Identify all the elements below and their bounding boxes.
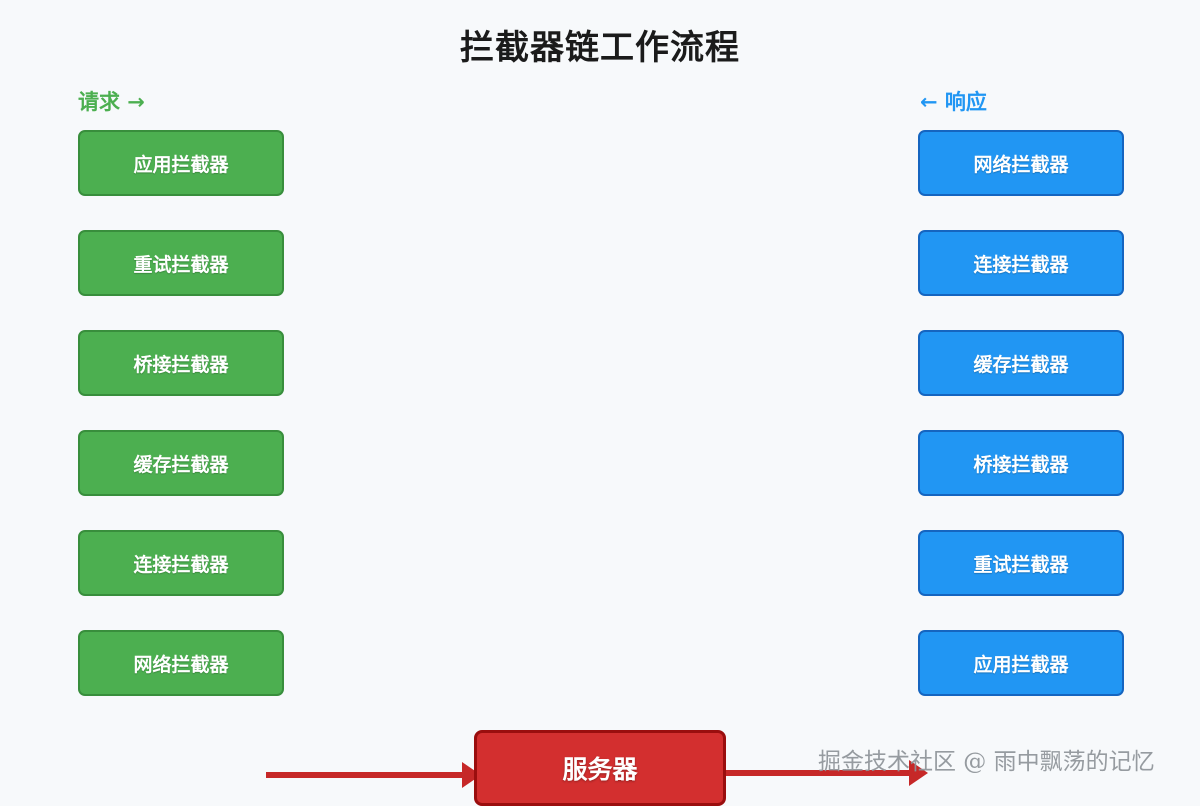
interceptor-node-request-4: 连接拦截器 — [78, 530, 284, 596]
interceptor-node-response-0: 网络拦截器 — [918, 130, 1124, 196]
interceptor-node-response-4: 重试拦截器 — [918, 530, 1124, 596]
interceptor-node-request-3: 缓存拦截器 — [78, 430, 284, 496]
interceptor-node-request-0: 应用拦截器 — [78, 130, 284, 196]
request-column-header: 请求 → — [78, 90, 145, 114]
response-chain-column: 网络拦截器连接拦截器缓存拦截器桥接拦截器重试拦截器应用拦截器 — [918, 130, 1124, 696]
response-column-header: ← 响应 — [920, 90, 987, 114]
interceptor-node-response-5: 应用拦截器 — [918, 630, 1124, 696]
interceptor-node-response-3: 桥接拦截器 — [918, 430, 1124, 496]
server-node: 服务器 — [474, 730, 726, 806]
interceptor-node-response-1: 连接拦截器 — [918, 230, 1124, 296]
server-to-response-arrow — [718, 758, 928, 788]
request-chain-column: 应用拦截器重试拦截器桥接拦截器缓存拦截器连接拦截器网络拦截器 — [78, 130, 284, 696]
request-to-server-arrow — [266, 760, 481, 790]
page-title: 拦截器链工作流程 — [460, 28, 740, 68]
interceptor-node-request-5: 网络拦截器 — [78, 630, 284, 696]
watermark-text: 掘金技术社区 @ 雨中飘荡的记忆 — [818, 749, 1155, 775]
interceptor-node-request-1: 重试拦截器 — [78, 230, 284, 296]
interceptor-node-request-2: 桥接拦截器 — [78, 330, 284, 396]
interceptor-node-response-2: 缓存拦截器 — [918, 330, 1124, 396]
